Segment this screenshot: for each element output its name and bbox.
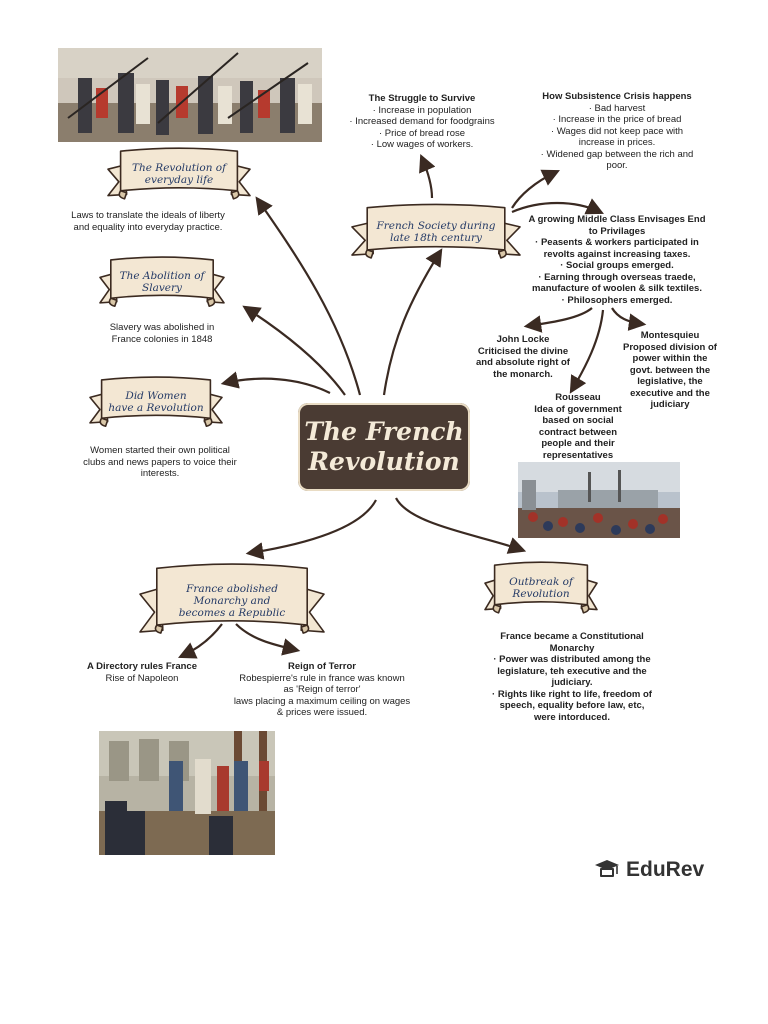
arrow-to-monarchy — [245, 499, 377, 560]
note-women: Women started their own political clubs … — [83, 445, 237, 479]
execution-painting — [99, 731, 275, 855]
note-rousseau: Rousseau Idea of government based on soc… — [534, 392, 622, 461]
edurev-logo: EduRev — [594, 858, 704, 882]
graduation-cap-icon — [595, 860, 619, 877]
arrow-to-rousseau — [569, 309, 605, 394]
banner-label: Did Women have a Revolution — [108, 390, 204, 414]
arrow-to-women — [220, 371, 331, 394]
banner-label: French Society during late 18th century — [376, 220, 496, 244]
arrow-to-montesquieu — [611, 307, 647, 331]
arrow-to-struggle — [419, 153, 436, 199]
note-middle-class: A growing Middle Class Envisages End to … — [528, 214, 706, 306]
banner-everyday-life: The Revolution of everyday life — [106, 144, 252, 204]
banner-outbreak-of-revolution: Outbreak of Revolution — [483, 558, 599, 618]
note-abolition: Slavery was abolished in France colonies… — [109, 322, 215, 345]
note-montesquieu: Montesquieu Proposed division of power w… — [623, 330, 717, 410]
battle-painting — [58, 48, 322, 142]
arrow-to-middle-class — [511, 198, 604, 215]
banner-did-women-have-a-revolution: Did Women have a Revolution — [88, 373, 224, 431]
note-john-locke: John Locke Criticised the divine and abs… — [476, 334, 570, 380]
main-title: The French Revolution — [298, 403, 470, 491]
note-subsistence-crisis: How Subsistence Crisis happens · Bad har… — [540, 91, 694, 171]
revolution-crowd-painting — [518, 462, 680, 538]
arrow-to-outbreak — [395, 497, 527, 554]
brand-name: EduRev — [626, 858, 705, 881]
arrow-to-locke — [523, 307, 593, 333]
note-constitutional-monarchy: France became a Constitutional Monarchy … — [492, 631, 652, 723]
note-reign-of-terror: Reign of Terror Robespierre's rule in fr… — [233, 661, 411, 718]
arrow-to-society — [382, 248, 443, 396]
banner-french-society: French Society during late 18th century — [350, 200, 522, 264]
arrow-to-abolition — [242, 305, 346, 396]
banner-monarchy-abolished: France abolished Monarchy and becomes a … — [138, 558, 326, 644]
banner-label: The Revolution of everyday life — [131, 162, 227, 186]
note-everyday-life: Laws to translate the ideals of liberty … — [71, 210, 225, 233]
note-directory: A Directory rules France Rise of Napoleo… — [87, 661, 197, 684]
arrow-to-everyday-life — [255, 196, 362, 396]
banner-abolition-of-slavery: The Abolition of Slavery — [98, 253, 226, 311]
banner-label: The Abolition of Slavery — [119, 270, 205, 294]
note-struggle-to-survive: The Struggle to Survive · Increase in po… — [349, 93, 495, 150]
banner-label: Outbreak of Revolution — [509, 576, 573, 600]
banner-label: France abolished Monarchy and becomes a … — [178, 583, 286, 619]
